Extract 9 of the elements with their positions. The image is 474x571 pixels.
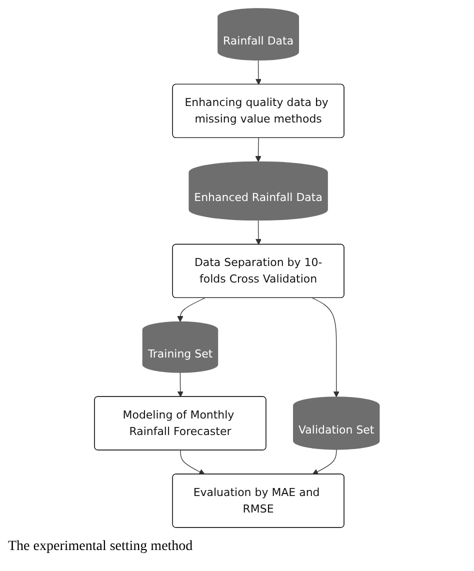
arrow (256, 59, 262, 84)
arrow (177, 297, 206, 322)
arrow (180, 450, 206, 474)
arrow (256, 219, 262, 244)
arrow (177, 372, 184, 397)
arrow (255, 137, 262, 162)
caption: The experimental setting method (7, 538, 194, 556)
arrow (312, 448, 337, 474)
arrow (312, 297, 340, 397)
